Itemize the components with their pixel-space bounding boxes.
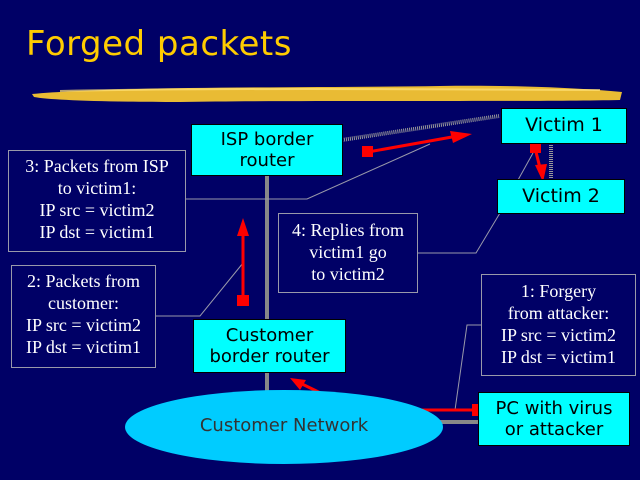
note-step4: 4: Replies from victim1 go to victim2 xyxy=(278,213,418,293)
callout-step3-connector xyxy=(185,143,431,200)
callout-step1-connector xyxy=(454,324,482,411)
note-step3-line: IP src = victim2 xyxy=(39,200,155,220)
customer-network-label: Customer Network xyxy=(199,415,369,436)
note-step2-line: IP dst = victim1 xyxy=(26,337,141,357)
note-step4-line: 4: Replies from xyxy=(292,220,404,240)
arrow-victim1-to-victim2 xyxy=(530,142,547,182)
victim1-node[interactable]: Victim 1 xyxy=(501,108,627,144)
note-step1-line: IP dst = victim1 xyxy=(501,347,616,367)
note-step2-line: 2: Packets from xyxy=(27,271,140,291)
slide-title: Forged packets xyxy=(26,24,292,64)
note-step3-line: to victim1: xyxy=(57,178,137,198)
note-step1-line: 1: Forgery xyxy=(520,281,597,301)
note-step4-line: to victim2 xyxy=(311,264,385,284)
note-step1-line: from attacker: xyxy=(507,303,610,323)
note-step3-line: 3: Packets from ISP xyxy=(25,156,169,176)
attacker-pc-node[interactable]: PC with virus or attacker xyxy=(478,392,630,446)
callout-victim-connector xyxy=(517,152,534,181)
note-step3-line: IP dst = victim1 xyxy=(39,222,155,242)
note-step2: 2: Packets from customer: IP src = victi… xyxy=(11,265,156,368)
note-step2-line: IP src = victim2 xyxy=(26,315,141,335)
callout-step4-connector xyxy=(417,212,501,254)
note-step3: 3: Packets from ISP to victim1: IP src =… xyxy=(8,150,186,252)
note-step1-line: IP src = victim2 xyxy=(501,325,616,345)
victim2-node[interactable]: Victim 2 xyxy=(497,179,625,214)
customer-network-ellipse[interactable] xyxy=(125,390,443,464)
link-isp-victim1-dotted xyxy=(341,114,500,142)
isp-border-router-node[interactable]: ISP border router xyxy=(191,124,343,176)
note-step4-line: victim1 go xyxy=(309,242,387,262)
note-step2-line: customer: xyxy=(48,293,119,313)
customer-border-router-node[interactable]: Customer border router xyxy=(193,319,346,373)
arrow-customer-to-isp xyxy=(237,218,249,306)
title-underline-highlight xyxy=(59,88,601,92)
callout-step2-connector xyxy=(155,262,244,317)
note-step1: 1: Forgery from attacker: IP src = victi… xyxy=(481,274,636,376)
arrow-isp-to-victim1 xyxy=(362,131,472,157)
